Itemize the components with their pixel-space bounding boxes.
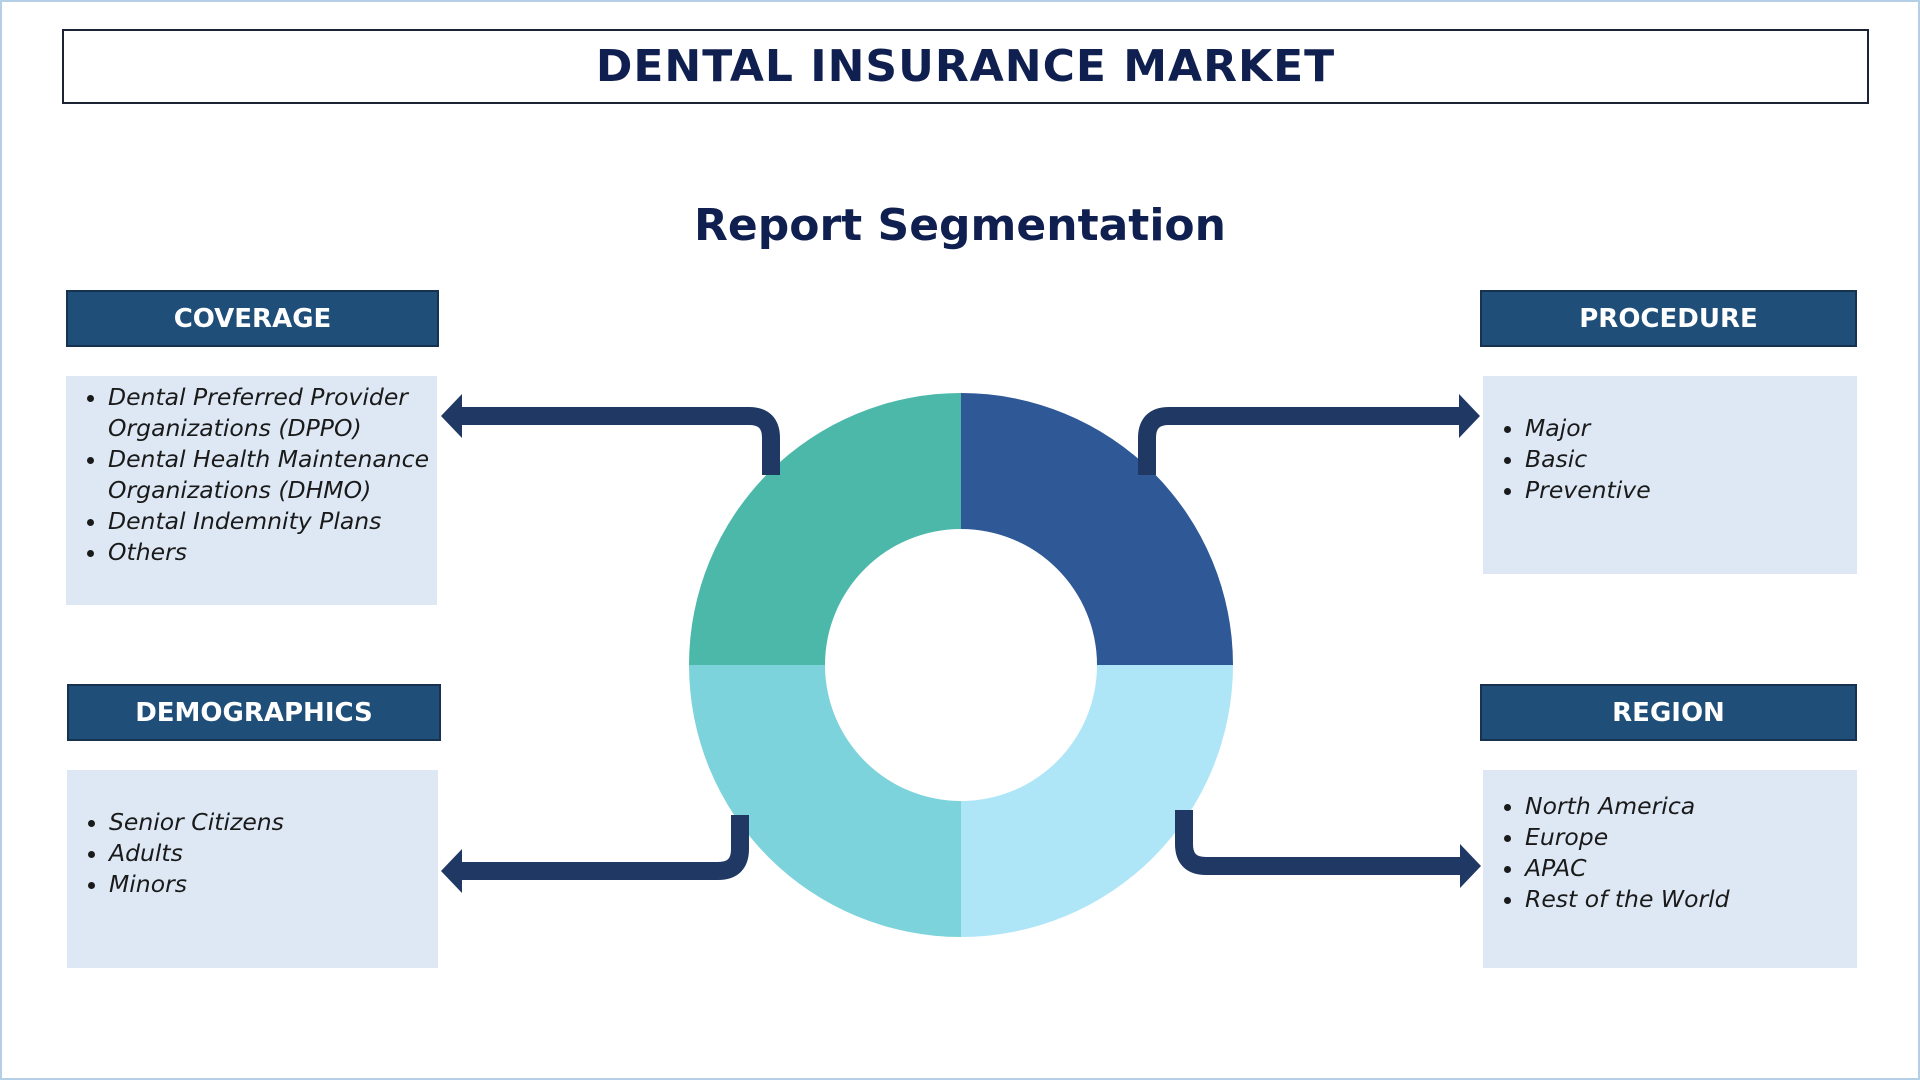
arrowhead-procedure — [1459, 394, 1480, 438]
arrow-to-region — [1175, 810, 1460, 875]
list-item: Minors — [109, 869, 438, 900]
donut-segment-top-left — [689, 393, 961, 665]
coverage-list-box: Dental Preferred Provider Organizations … — [66, 376, 437, 605]
procedure-header: PROCEDURE — [1480, 290, 1857, 347]
procedure-list-box: Major Basic Preventive — [1483, 376, 1857, 574]
list-item: Major — [1525, 413, 1857, 444]
list-item: Dental Preferred Provider Organizations … — [108, 382, 437, 444]
arrowhead-region — [1460, 844, 1481, 888]
arrow-to-demographics — [462, 815, 749, 880]
list-item: Preventive — [1525, 475, 1857, 506]
list-item: Dental Indemnity Plans — [108, 506, 437, 537]
donut-segment-top-right — [961, 393, 1233, 665]
donut-chart — [689, 393, 1233, 937]
list-item: Others — [108, 537, 437, 568]
donut-segment-bottom-left — [689, 665, 961, 937]
list-item: Adults — [109, 838, 438, 869]
coverage-list: Dental Preferred Provider Organizations … — [66, 382, 437, 568]
arrowhead-demographics — [441, 849, 462, 893]
list-item: Senior Citizens — [109, 807, 438, 838]
procedure-list: Major Basic Preventive — [1483, 413, 1857, 506]
region-list: North America Europe APAC Rest of the Wo… — [1483, 791, 1857, 915]
demographics-list: Senior Citizens Adults Minors — [67, 807, 438, 900]
demographics-header: DEMOGRAPHICS — [67, 684, 441, 741]
demographics-list-box: Senior Citizens Adults Minors — [67, 770, 438, 968]
list-item: Dental Health Maintenance Organizations … — [108, 444, 437, 506]
list-item: North America — [1525, 791, 1857, 822]
region-header: REGION — [1480, 684, 1857, 741]
page-title: DENTAL INSURANCE MARKET — [595, 41, 1336, 92]
list-item: Europe — [1525, 822, 1857, 853]
title-box: DENTAL INSURANCE MARKET — [62, 29, 1869, 104]
arrow-to-procedure — [1138, 407, 1460, 475]
arrow-to-coverage — [462, 407, 780, 475]
list-item: Basic — [1525, 444, 1857, 475]
arrowhead-coverage — [441, 394, 462, 438]
donut-segment-bottom-right — [961, 665, 1233, 937]
coverage-header: COVERAGE — [66, 290, 439, 347]
section-subtitle: Report Segmentation — [694, 200, 1226, 251]
list-item: APAC — [1525, 853, 1857, 884]
region-list-box: North America Europe APAC Rest of the Wo… — [1483, 770, 1857, 968]
list-item: Rest of the World — [1525, 884, 1857, 915]
